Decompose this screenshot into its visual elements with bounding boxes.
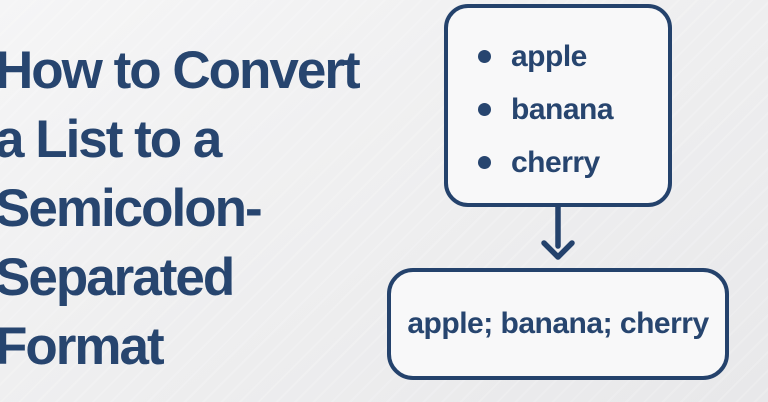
title-line-3: Semicolon-	[0, 179, 263, 238]
list-item: banana	[478, 92, 668, 127]
bullet-icon	[478, 103, 491, 116]
title-line-2: a List to a	[0, 110, 222, 169]
bullet-icon	[478, 156, 491, 169]
list-item-label: apple	[511, 39, 587, 73]
title-line-5: Format	[0, 317, 165, 376]
down-arrow-icon	[541, 204, 575, 260]
list-item: cherry	[478, 145, 668, 180]
bullet-icon	[478, 50, 491, 63]
list-item: apple	[478, 39, 668, 74]
title-line-1: How to Convert	[0, 41, 361, 100]
list-item-label: banana	[511, 92, 614, 126]
title-line-4: Separated	[0, 248, 235, 307]
output-text: apple; banana; cherry	[407, 307, 709, 340]
output-box: apple; banana; cherry	[387, 268, 729, 380]
input-list-box: apple banana cherry	[444, 4, 672, 207]
page-title: How to Convert a List to a Semicolon- Se…	[0, 36, 361, 381]
list-item-label: cherry	[511, 145, 600, 179]
